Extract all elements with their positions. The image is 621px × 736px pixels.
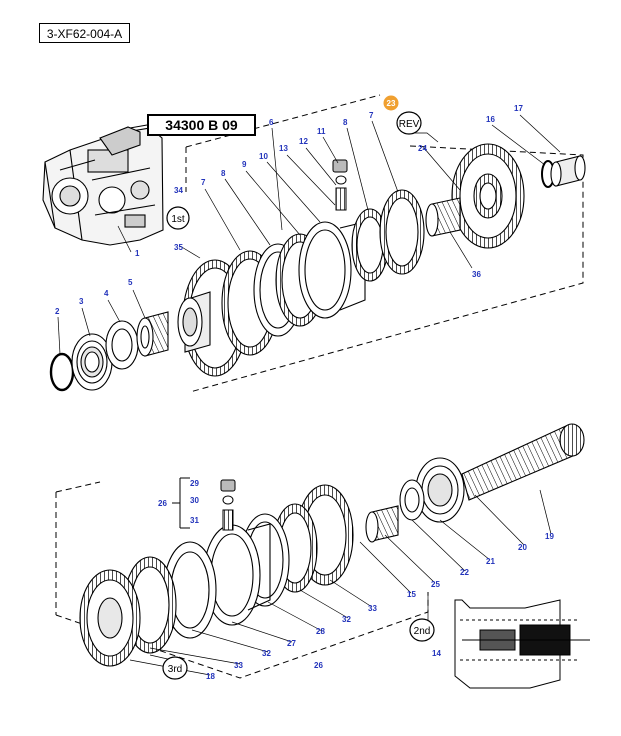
callout-8a: 8 [221, 169, 226, 178]
svg-text:23: 23 [387, 99, 396, 108]
callout-22: 22 [460, 568, 469, 577]
second-gear-label: 2nd [409, 618, 435, 642]
callout-19: 19 [545, 532, 554, 541]
callout-6: 6 [269, 118, 274, 127]
callout-13: 13 [279, 144, 288, 153]
leader-lines [57, 114, 561, 676]
callout-29: 29 [190, 479, 199, 488]
callout-2: 2 [55, 307, 60, 316]
callout-5: 5 [128, 278, 133, 287]
callout-24: 24 [418, 144, 427, 153]
first-gear-label: 1st [166, 206, 190, 230]
bearing [71, 333, 113, 391]
reverse-gear [425, 143, 525, 249]
snap-ring [49, 352, 75, 392]
upper-assembly-frame [185, 94, 584, 393]
callout-9: 9 [242, 160, 247, 169]
part-number-box: 34300 B 09 [147, 114, 256, 136]
callout-10: 10 [259, 152, 268, 161]
shaft-stub [550, 155, 586, 187]
callout-17: 17 [514, 104, 523, 113]
reference-code: 3-XF62-004-A [39, 23, 130, 43]
callout-26b: 26 [314, 661, 323, 670]
third-gear-label: 3rd [162, 656, 188, 680]
callout-25: 25 [431, 580, 440, 589]
location-inset [454, 599, 590, 689]
callout-36: 36 [472, 270, 481, 279]
svg-text:1st: 1st [171, 214, 185, 225]
svg-text:3rd: 3rd [168, 664, 182, 675]
callout-12: 12 [299, 137, 308, 146]
callout-1: 1 [135, 249, 140, 258]
highlighted-callout[interactable]: 23 [383, 95, 399, 111]
callout-11: 11 [317, 127, 326, 136]
svg-text:REV: REV [399, 119, 420, 130]
callout-21: 21 [486, 557, 495, 566]
callout-33b: 33 [234, 661, 243, 670]
callout-31: 31 [190, 516, 199, 525]
callout-14: 14 [432, 649, 441, 658]
main-shaft [461, 423, 585, 501]
svg-text:2nd: 2nd [414, 626, 431, 637]
callout-8b: 8 [343, 118, 348, 127]
callout-4: 4 [104, 289, 109, 298]
lower-gear-stack [79, 484, 354, 667]
callout-numbers: 1 2 3 4 5 6 7 7 8 8 9 10 11 12 13 14 15 … [55, 104, 554, 681]
spacer-ring [105, 320, 139, 370]
reverse-gear-label: REV [396, 111, 422, 135]
needle-bearing [136, 311, 169, 357]
callout-26a: 26 [158, 499, 167, 508]
callout-3: 3 [79, 297, 84, 306]
callout-15: 15 [407, 590, 416, 599]
callout-33a: 33 [368, 604, 377, 613]
lower-detent-assembly [172, 477, 236, 531]
shaft-bearing [365, 457, 465, 543]
callout-30: 30 [190, 496, 199, 505]
detent-assembly [332, 159, 348, 211]
callout-27: 27 [287, 639, 296, 648]
callout-16: 16 [486, 115, 495, 124]
callout-28: 28 [316, 627, 325, 636]
highlight-marker [383, 95, 399, 111]
callout-35: 35 [174, 243, 183, 252]
callout-34: 34 [174, 186, 183, 195]
callout-32a: 32 [342, 615, 351, 624]
gearbox-housing [42, 126, 164, 246]
callout-7b: 7 [369, 111, 374, 120]
callout-18: 18 [206, 672, 215, 681]
upper-gear-stack [177, 189, 425, 377]
callout-7a: 7 [201, 178, 206, 187]
callout-20: 20 [518, 543, 527, 552]
callout-32b: 32 [262, 649, 271, 658]
